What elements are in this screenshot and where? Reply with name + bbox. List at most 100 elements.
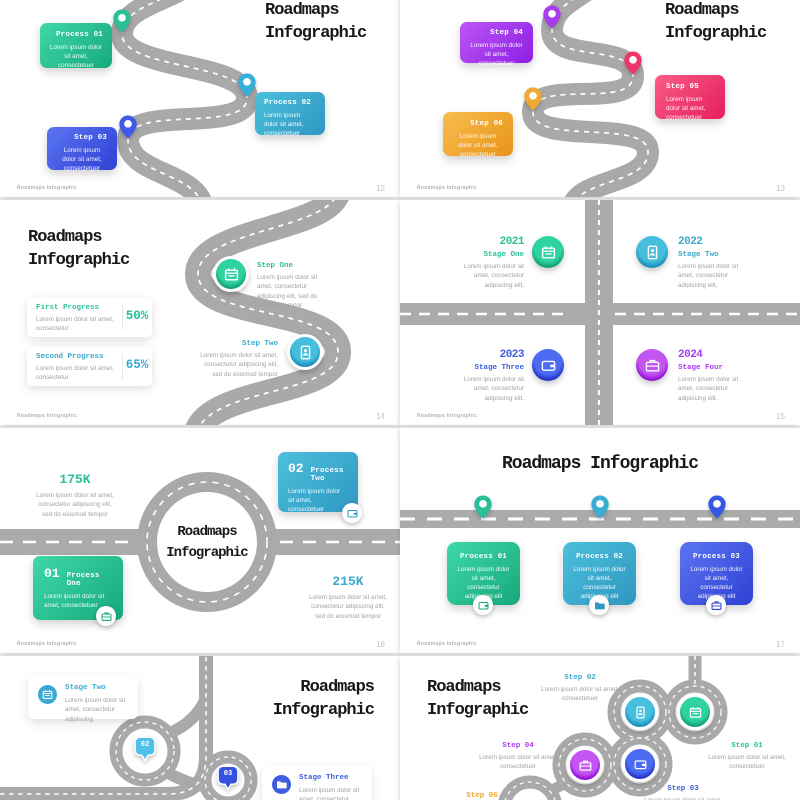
step-label: Step 04 [502,742,534,750]
stage-card[interactable]: Stage Three Lorem ipsum dolor sit amet, … [262,766,372,800]
stat-block: 175K Lorem ipsum dolor sit amet, consect… [35,472,115,519]
step-text-block: Step 02 Lorem ipsum dolor sit amet, cons… [528,674,632,704]
card-number: 02 [288,461,304,476]
slide-17[interactable]: Roadmaps Infographic Process 01 Lorem ip… [400,428,800,653]
pin-number: 02 [140,741,150,749]
step-node [213,256,249,292]
card-label: Step 06 [470,120,503,128]
step-card[interactable]: Step 05 Lorem ipsum dolor sit amet, cons… [655,75,725,122]
calendar-icon [224,267,239,282]
card-body: Lorem ipsum dolor sit amet, consectetuer [470,42,523,68]
stage-node [532,349,564,381]
page-number: 14 [376,412,385,421]
step-text-block: Step 06 Lorem ipsum dolor sit amet, cons… [440,792,524,800]
square-pin-icon [217,765,239,791]
stage-node [636,236,668,268]
slide-footer-label: Roadmaps Infographic [17,641,78,647]
stage-year: 2021 [499,236,525,248]
numbered-pin: 03 [217,765,239,791]
id-badge-icon [298,345,313,360]
stage-year: 2023 [499,349,525,361]
calendar-icon [689,706,702,719]
slide-15[interactable]: 2021 Stage One Lorem ipsum dolor sit ame… [400,200,800,425]
card-body: Lorem ipsum dolor sit amet, consectetuer [458,133,498,159]
progress-value: 65% [125,358,149,372]
pin-number: 03 [223,770,233,778]
step-label: Step 01 [731,742,763,750]
process-card[interactable]: Process 01 Lorem ipsum dolor sit amet, c… [40,23,112,69]
stat-body: Lorem ipsum dolor sit amet, consectetur … [309,594,387,620]
stage-card[interactable]: Stage Two Lorem ipsum dolor sit amet, co… [28,676,138,723]
map-pin-icon [112,8,132,34]
map-pin-icon [523,86,543,112]
step-card[interactable]: Step 04 Lorem ipsum dolor sit amet, cons… [460,22,533,67]
stage-label: Stage Four [678,364,724,372]
stat-body: Lorem ipsum dolor sit amet, consectetur … [36,492,114,518]
process-card[interactable]: 02 Process Two Lorem ipsum dolor sit ame… [278,452,362,523]
card-label: Step 05 [666,83,699,91]
stat-value: 175K [59,472,91,487]
step-text-block: Step 04 Lorem ipsum dolor sit amet, cons… [476,742,560,772]
process-card[interactable]: Process 02 Lorem ipsum dolor sit amet, c… [255,92,325,138]
card-body: Lorem ipsum dolor sit amet, consectetuer [44,593,105,610]
progress-value: 50% [125,309,149,323]
stage-label: Stage One [483,251,524,259]
progress-card[interactable]: First Progress Lorem ipsum dolor sit ame… [27,298,152,337]
step-text-block: Step One Lorem ipsum dolor sit amet, con… [257,262,319,311]
slide-footer-label: Roadmaps Infographic [417,185,478,191]
step-node [622,694,658,730]
stage-icon-bubble [38,685,57,704]
stage-body: Lorem ipsum dolor sit amet, consectetur … [65,697,126,723]
card-label: Process One [66,572,100,588]
stage-block: 2022 Stage Two Lorem ipsum dolor sit ame… [678,236,750,290]
stage-year: 2022 [678,236,703,248]
card-label: Process 02 [264,99,312,107]
divider [122,305,123,330]
map-pin-icon [473,494,493,520]
map-pin-icon [590,494,610,520]
card-label: Process 03 [692,553,740,561]
step-card[interactable]: Step 06 Lorem ipsum dolor sit amet, cons… [443,112,513,159]
card-label: Process 02 [575,553,623,561]
card-label: Step 03 [74,134,107,142]
card-icon-bubble [96,606,116,626]
process-card[interactable]: Process 03 Lorem ipsum dolor sit amet, c… [680,542,753,615]
process-card[interactable]: Process 01 Lorem ipsum dolor sit amet, c… [447,542,520,615]
slide-footer-label: Roadmaps Infographic [417,641,478,647]
step-text-block: Step 01 Lorem ipsum dolor sit amet, cons… [705,742,789,772]
process-card[interactable]: 01 Process One Lorem ipsum dolor sit ame… [33,556,123,626]
step-body: Lorem ipsum dolor sit amet, consectetuer [541,686,619,703]
card-body: Lorem ipsum dolor sit amet, consectetuer [666,96,706,122]
step-card[interactable]: Step 03 Lorem ipsum dolor sit amet, cons… [47,127,117,172]
slide-title: Roadmaps Infographic [501,454,699,474]
stat-block: 215K Lorem ipsum dolor sit amet, consect… [308,574,388,621]
stage-year: 2024 [678,349,703,361]
wallet-icon [634,758,647,771]
stage-block: 2024 Stage Four Lorem ipsum dolor sit am… [678,349,750,403]
slide-footer-label: Roadmaps Infographic [417,413,478,419]
card-icon-bubble [706,595,726,615]
process-card[interactable]: Process 02 Lorem ipsum dolor sit amet, c… [563,542,636,615]
card-icon-bubble [473,595,493,615]
card-body: Lorem ipsum dolor sit amet, consectetuer [264,112,304,138]
divider [122,354,123,379]
page-number: 13 [776,184,785,193]
progress-card[interactable]: Second Progress Lorem ipsum dolor sit am… [27,347,152,386]
wallet-icon [541,358,556,373]
progress-label: Second Progress [36,353,104,361]
stage-body: Lorem ipsum dolor sit amet, consectetur … [678,263,739,289]
step-text-block: Step 03 Lorem ipsum dolor sit amet, cons… [641,785,725,800]
map-pin-icon [542,4,562,30]
folder-icon [276,779,287,790]
stage-node [532,236,564,268]
card-label: Process 01 [55,31,103,39]
